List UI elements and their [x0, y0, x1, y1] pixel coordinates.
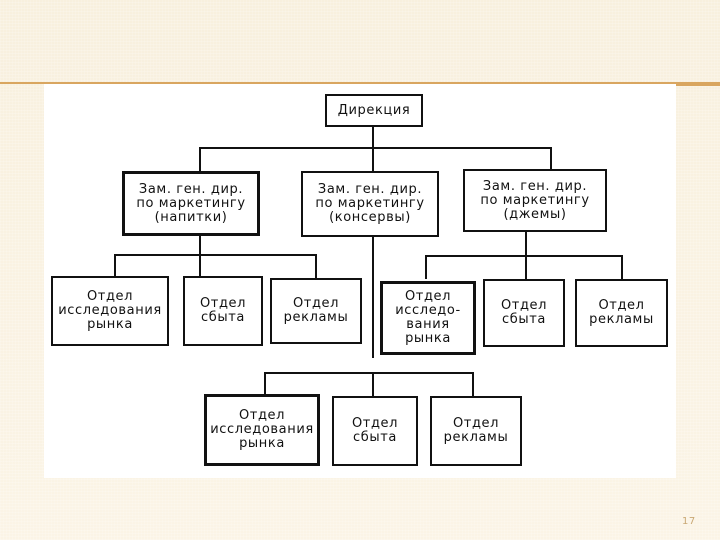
connector [621, 255, 623, 279]
connector [199, 234, 201, 254]
org-chart: Дирекция Зам. ген. дир. по маркетингу (н… [44, 84, 676, 478]
connector [264, 372, 266, 396]
department-box: Отдел сбыта [332, 396, 418, 466]
connector [425, 255, 623, 257]
page-number: 17 [682, 516, 696, 527]
department-box: Отдел рекламы [430, 396, 522, 466]
connector [199, 254, 201, 278]
connector [199, 147, 201, 171]
deputy-box: Зам. ген. дир. по маркетингу (напитки) [122, 171, 260, 236]
connector [264, 372, 474, 374]
connector [114, 254, 316, 256]
connector [114, 254, 116, 278]
department-box: Отдел сбыта [483, 279, 565, 347]
department-box: Отдел рекламы [575, 279, 668, 347]
connector [525, 255, 527, 279]
connector [372, 372, 374, 396]
connector [425, 255, 427, 279]
connector [372, 126, 374, 358]
header-rule-right [676, 84, 720, 86]
connector [472, 372, 474, 396]
department-box: Отдел рекламы [270, 278, 362, 344]
department-box: Отдел исследо- вания рынка [380, 281, 476, 355]
deputy-box: Зам. ген. дир. по маркетингу (консервы) [301, 171, 439, 237]
connector [525, 231, 527, 255]
department-box: Отдел исследования рынка [204, 394, 320, 466]
root-box: Дирекция [325, 94, 423, 127]
department-box: Отдел сбыта [183, 276, 263, 346]
header-rule [0, 82, 720, 84]
connector [199, 147, 552, 149]
connector [550, 147, 552, 171]
deputy-box: Зам. ген. дир. по маркетингу (джемы) [463, 169, 607, 232]
connector [315, 254, 317, 278]
department-box: Отдел исследования рынка [51, 276, 169, 346]
